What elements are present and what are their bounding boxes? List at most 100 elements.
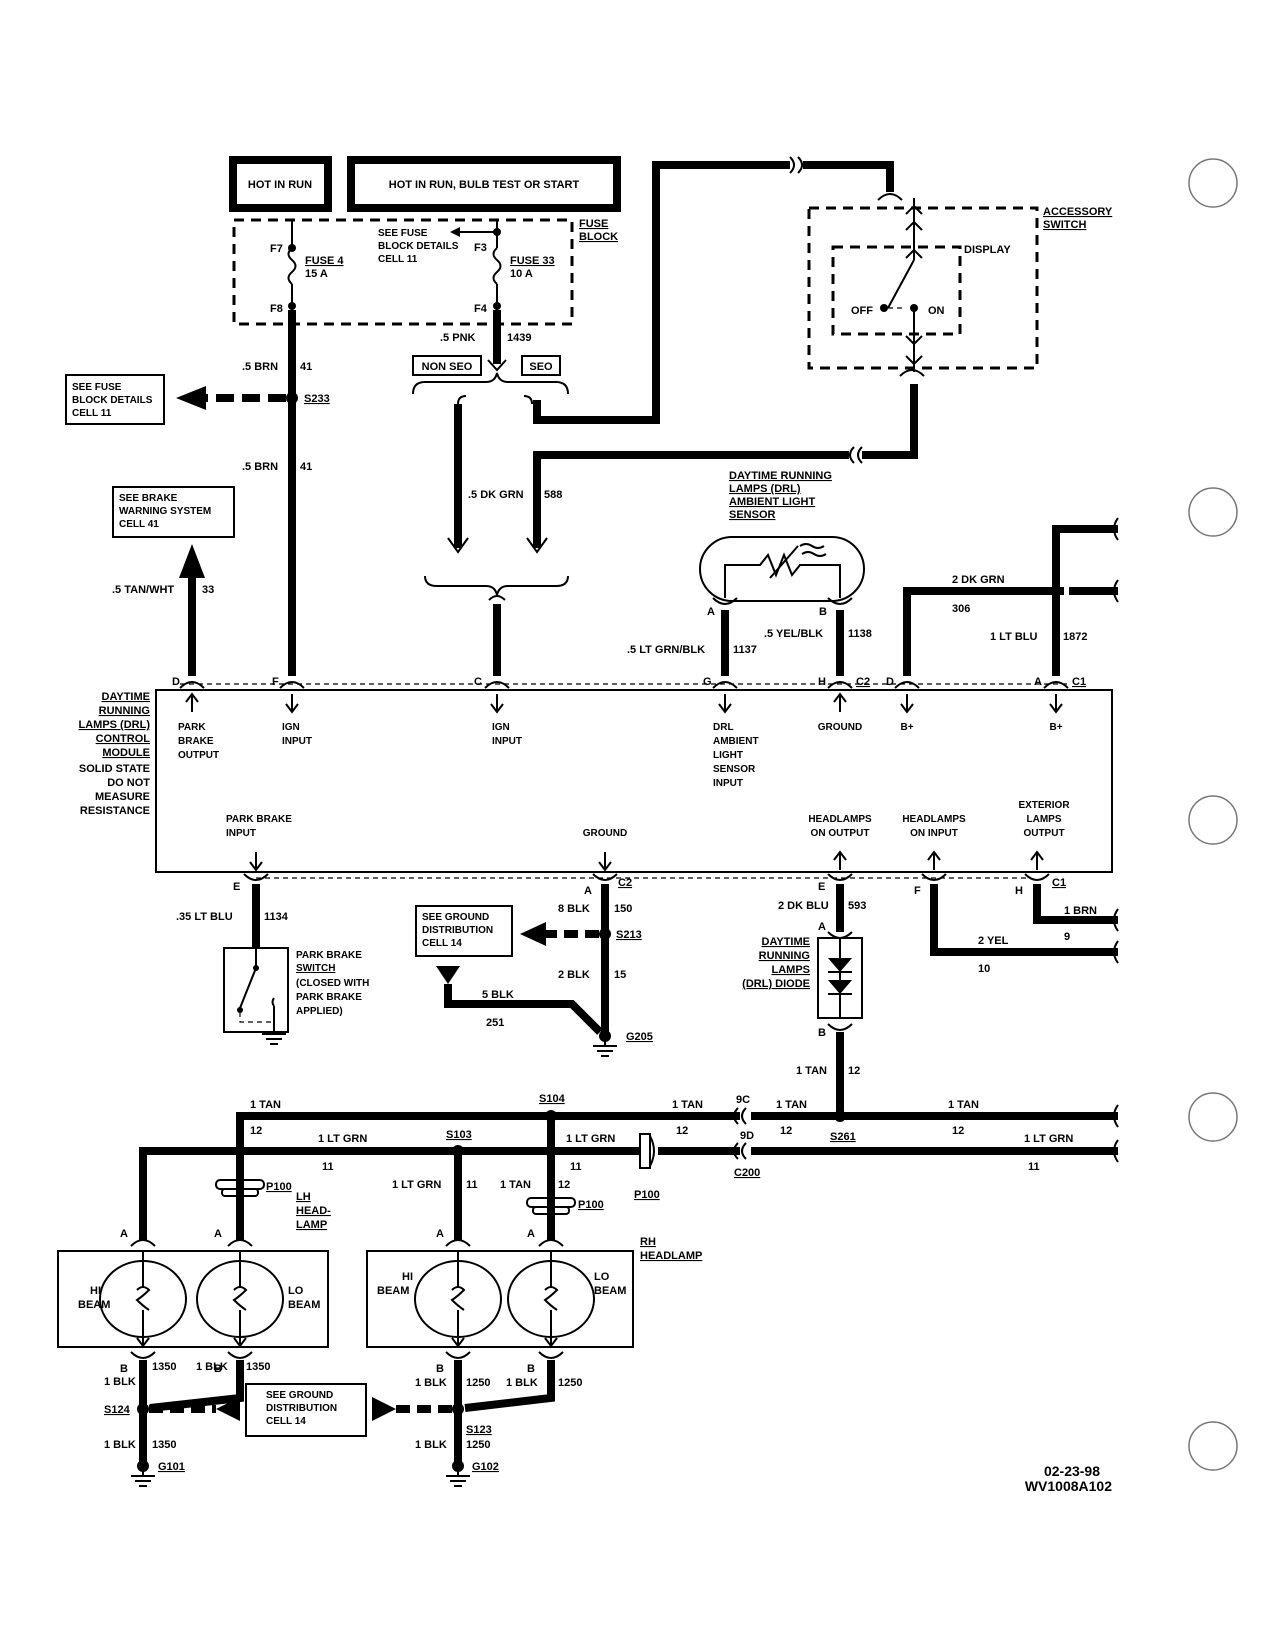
switch-off-label: OFF [851, 305, 873, 317]
park-switch-label-3: (CLOSED WITH [296, 978, 369, 989]
module-drl-5: INPUT [713, 778, 743, 789]
wire-41a-num: 41 [300, 361, 312, 373]
splice-s213 [599, 928, 611, 940]
ref-brake-2: WARNING SYSTEM [119, 506, 211, 517]
wire-tan-c-num: 12 [780, 1125, 792, 1137]
module-note-1: SOLID STATE [79, 763, 150, 775]
wire-rh-lo-ground [464, 1360, 555, 1412]
wire-1872-gauge: 1 LT BLU [990, 631, 1038, 643]
wire-1138-num: 1138 [848, 628, 872, 640]
lh-label-3: LAMP [296, 1219, 327, 1231]
lh-hi-beam: BEAM [78, 1299, 110, 1311]
wire-251-gauge: 5 BLK [482, 989, 514, 1001]
wire-588 [533, 451, 849, 548]
wire-g102-gauge: 1 BLK [415, 1439, 447, 1451]
module-pin-a: A [1034, 676, 1042, 688]
lh-hi-pin-a: A [120, 1228, 128, 1240]
module-top-pins: D F C G H C2 D A C1 [172, 676, 1086, 689]
wire-593-num: 593 [848, 900, 866, 912]
filament-icon [450, 1286, 466, 1311]
wire-10 [930, 884, 1118, 956]
hot-in-run-box: HOT IN RUN [229, 156, 332, 212]
wire-41b-gauge: .5 BRN [242, 461, 278, 473]
ref-ground1-2: DISTRIBUTION [422, 925, 493, 936]
wire-tan-b-num: 12 [676, 1125, 688, 1137]
module-hl-in-1: HEADLAMPS [902, 814, 966, 825]
sensor-label-2: LAMPS (DRL) [729, 483, 801, 495]
connector-p100-rh: P100 [526, 1197, 604, 1215]
rh-label-2: HEADLAMP [640, 1250, 702, 1262]
wire-9-num: 9 [1064, 931, 1070, 943]
module-note-3: MEASURE [95, 791, 150, 803]
option-brace-icon [412, 372, 569, 395]
splice-s123 [452, 1403, 464, 1415]
diode-icon [828, 958, 852, 972]
wire-tan-a-num: 12 [250, 1125, 262, 1137]
module-name-1: DAYTIME [102, 691, 151, 703]
fuse-block-see-1: SEE FUSE [378, 228, 428, 239]
ground-icon [593, 1036, 617, 1057]
filament-icon [135, 1286, 151, 1311]
module-pin-g: G [703, 676, 712, 688]
arrow-up-icon [179, 544, 205, 578]
ref-ground-box-2: SEE GROUND DISTRIBUTION CELL 14 [245, 1383, 367, 1437]
module-pin-e: E [233, 881, 240, 893]
wire-lh-lo-num: 1350 [246, 1361, 270, 1373]
wire-1439-num: 1439 [507, 332, 531, 344]
fuse-block-see-3: CELL 11 [378, 254, 418, 265]
module-note-4: RESISTANCE [80, 805, 150, 817]
ref-brake-3: CELL 41 [119, 519, 159, 530]
hot-in-run-bulb-label: HOT IN RUN, BULB TEST OR START [389, 179, 580, 191]
module-pin-f: F [272, 676, 279, 688]
lh-hi-pin-b: B [120, 1363, 128, 1375]
ref-fuse-block-3: CELL 11 [72, 408, 112, 419]
diode-label-2: RUNNING [759, 950, 810, 962]
module-ign2-2: INPUT [492, 736, 522, 747]
module-c1-bottom: C1 [1052, 877, 1066, 889]
fuse-block: FUSE BLOCK SEE FUSE BLOCK DETAILS CELL 1… [232, 218, 618, 326]
c200-9c: 9C [736, 1094, 750, 1106]
ground-g102-label: G102 [472, 1461, 499, 1473]
option-non-seo: NON SEO [422, 361, 473, 373]
wire-41a-gauge: .5 BRN [242, 361, 278, 373]
splice-s123-label: S123 [466, 1424, 492, 1436]
wire-12-gauge: 1 TAN [796, 1065, 827, 1077]
wire-588-gauge: .5 DK GRN [468, 489, 524, 501]
ref-ground1-3: CELL 14 [422, 938, 462, 949]
ground-icon [262, 1033, 286, 1045]
wire-grn-a-num: 11 [322, 1161, 334, 1173]
filament-icon [543, 1286, 559, 1311]
fuse-block-see-2: BLOCK DETAILS [378, 241, 459, 252]
module-ign1-2: INPUT [282, 736, 312, 747]
module-pin-c: C [474, 676, 482, 688]
splice-s103-label: S103 [446, 1129, 472, 1141]
wire-tan-e-num: 12 [558, 1179, 570, 1191]
module-drl-2: AMBIENT [713, 736, 759, 747]
rh-hi-pin-a: A [436, 1228, 444, 1240]
fuse-4-icon [287, 247, 297, 285]
fuse-pin-f8: F8 [270, 303, 283, 315]
sensor-label-4: SENSOR [729, 509, 776, 521]
diode-label-3: LAMPS [772, 964, 811, 976]
module-park-out-1: PARK [178, 722, 206, 733]
wire-g102-num: 1250 [466, 1439, 490, 1451]
fuse-block-label: FUSE [579, 218, 608, 230]
sensor-label-3: AMBIENT LIGHT [729, 496, 815, 508]
module-note-2: DO NOT [107, 777, 150, 789]
wire-1138-gauge: .5 YEL/BLK [764, 628, 823, 640]
fuse-33-rating: 10 A [510, 268, 533, 280]
lh-lo-beam: BEAM [288, 1299, 320, 1311]
wire-grn-d-gauge: 1 LT GRN [392, 1179, 441, 1191]
wire-15-gauge: 2 BLK [558, 969, 590, 981]
diode-pin-b: B [818, 1027, 826, 1039]
module-name-5: MODULE [102, 747, 150, 759]
wire-1439-gauge: .5 PNK [440, 332, 476, 344]
ref-ground2-3: CELL 14 [266, 1416, 306, 1427]
accessory-switch: ACCESSORY SWITCH DISPLAY OFF ON [807, 198, 1113, 372]
wire-9-gauge: 1 BRN [1064, 905, 1097, 917]
module-pin-e2: E [818, 881, 825, 893]
wire-tan-bus [236, 1112, 740, 1240]
wire-306 [903, 587, 1064, 676]
module-pin-d2: D [886, 676, 894, 688]
module-pin-h: H [818, 676, 826, 688]
